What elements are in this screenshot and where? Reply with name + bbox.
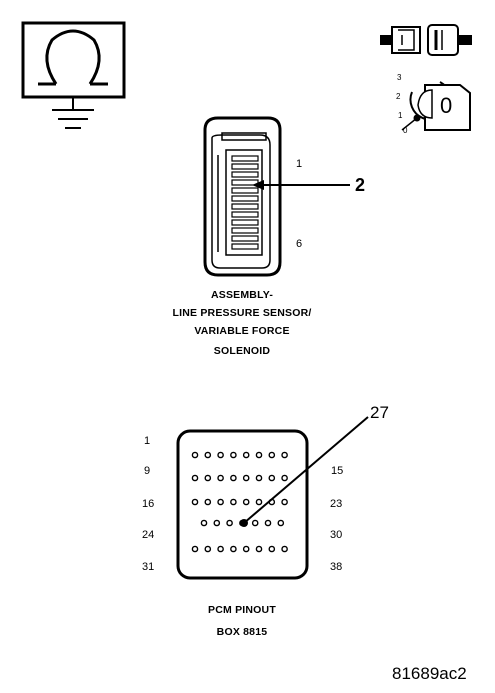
pcm-connector-body <box>176 429 309 580</box>
pcm-pin-cavity <box>191 498 199 506</box>
pcm-pin-cavity <box>191 474 199 482</box>
pcm-caption-line-1: PCM PINOUT <box>208 604 276 616</box>
ground-icon <box>52 97 94 129</box>
sensor-pin-cavity <box>231 219 259 226</box>
pcm-row-label-left: 1 <box>144 435 151 447</box>
pcm-pin-cavity <box>281 474 288 482</box>
sensor-connector-body <box>203 116 282 277</box>
figure-id: 81689ac2 <box>392 664 467 683</box>
pcm-pin-cavity <box>230 498 237 506</box>
disconnect-plug-icon <box>380 24 472 56</box>
sensor-pin-cavity <box>231 211 259 218</box>
sensor-pin-cavity <box>231 243 259 250</box>
pcm-caption-line-2: BOX 8815 <box>216 626 268 638</box>
pcm-pin-cavity <box>226 519 233 527</box>
pcm-pin-cavity <box>217 451 224 459</box>
sensor-caption-line-4: SOLENOID <box>213 345 271 357</box>
pcm-pin-cavities <box>191 451 288 553</box>
pcm-pin-cavity <box>255 545 263 553</box>
pcm-pin-cavity <box>242 545 250 553</box>
key-position-0: 0 <box>403 126 408 135</box>
pcm-pin-cavity <box>268 474 276 482</box>
pcm-pin-cavity <box>264 519 272 527</box>
pcm-callout-number: 27 <box>370 403 389 422</box>
sensor-callout-number: 2 <box>355 175 366 195</box>
pcm-pin-cavity <box>255 474 263 482</box>
sensor-pin-cavity <box>231 195 259 202</box>
pcm-pin-cavity <box>281 498 288 506</box>
sensor-caption-line-2: LINE PRESSURE SENSOR/ <box>172 307 312 319</box>
pcm-pin-cavity <box>281 545 288 553</box>
pcm-row-label-right: 30 <box>330 529 343 541</box>
key-selected-position: 0 <box>440 93 453 118</box>
pcm-pin-cavity <box>230 451 237 459</box>
pcm-pin-cavity <box>255 498 263 506</box>
ohmmeter-icon <box>21 21 126 99</box>
pcm-row-label-right: 38 <box>330 561 343 573</box>
pcm-row-label-left: 31 <box>142 561 155 573</box>
pcm-pin-cavity <box>217 498 224 506</box>
sensor-pin-cavity <box>231 235 259 242</box>
pcm-pin-cavity <box>230 545 237 553</box>
pcm-pin-cavity <box>200 519 208 527</box>
sensor-pin-label-last: 6 <box>296 238 303 250</box>
pcm-row-label-right: 15 <box>331 465 344 477</box>
pcm-pin-cavity <box>204 498 212 506</box>
pcm-pin-cavity <box>191 545 199 553</box>
sensor-pin-cavity <box>231 163 259 170</box>
pcm-row-label-left: 24 <box>142 529 155 541</box>
sensor-pin-cavity <box>231 155 259 162</box>
pcm-pin-cavity <box>281 451 288 459</box>
pcm-pin-cavity <box>268 545 276 553</box>
pcm-pin-cavity <box>242 498 250 506</box>
key-position-2: 2 <box>396 92 401 101</box>
pcm-pin-cavity <box>217 474 224 482</box>
sensor-pin-cavities <box>231 155 259 250</box>
sensor-pin-label-first: 1 <box>296 158 303 170</box>
pcm-row-label-left: 16 <box>142 498 155 510</box>
key-position-3: 3 <box>397 73 402 82</box>
pcm-pin-cavity <box>204 474 212 482</box>
ignition-key-icon <box>401 81 471 131</box>
sensor-pin-cavity <box>231 203 259 210</box>
pcm-row-label-left: 9 <box>144 465 151 477</box>
sensor-pin-cavity <box>231 187 259 194</box>
sensor-caption-line-3: VARIABLE FORCE <box>194 325 290 337</box>
pcm-row-label-right: 23 <box>330 498 343 510</box>
callout-2-leader <box>252 180 350 190</box>
sensor-pin-cavity <box>231 227 259 234</box>
key-position-1: 1 <box>398 111 403 120</box>
pcm-pin-cavity <box>217 545 224 553</box>
pcm-pin-cavity <box>255 451 263 459</box>
pcm-pin-cavity <box>277 519 285 527</box>
pcm-pin-cavity <box>268 451 276 459</box>
pcm-pin-cavity <box>251 519 259 527</box>
callout-27-leader <box>240 416 369 527</box>
pcm-pin-cavity <box>242 474 250 482</box>
pcm-pin-cavity <box>204 451 212 459</box>
pcm-pin-cavity <box>204 545 212 553</box>
pcm-pin-cavity <box>230 474 237 482</box>
pcm-pin-cavity <box>242 451 250 459</box>
sensor-pin-cavity <box>231 171 259 178</box>
pcm-pin-cavity <box>213 519 221 527</box>
pcm-pin-cavity <box>191 451 199 459</box>
sensor-caption-line-1: ASSEMBLY- <box>210 289 274 301</box>
